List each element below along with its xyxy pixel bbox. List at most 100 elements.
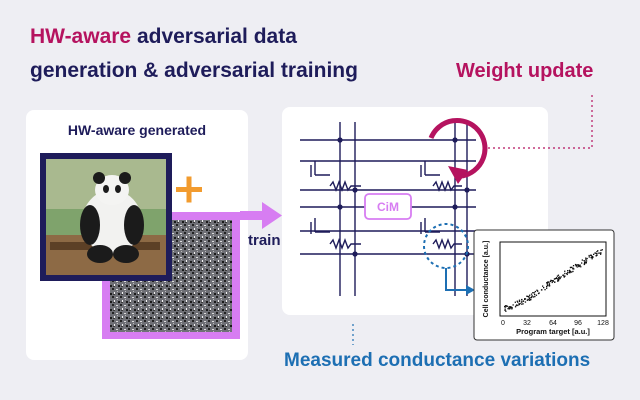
scatter-point bbox=[572, 268, 574, 270]
scatter-point bbox=[572, 270, 574, 273]
scatter-point bbox=[532, 292, 534, 294]
scatter-point bbox=[581, 262, 583, 264]
page-title: HW-aware adversarial data generation & a… bbox=[30, 20, 358, 88]
train-arrow bbox=[240, 202, 282, 229]
scatter-point bbox=[526, 295, 528, 297]
scatter-point bbox=[535, 294, 538, 296]
scatter-point bbox=[575, 265, 577, 267]
scatter-point bbox=[553, 278, 556, 280]
scatter-point bbox=[549, 280, 552, 283]
scatter-point bbox=[583, 260, 585, 262]
scatter-point bbox=[542, 285, 544, 287]
scatter-point bbox=[590, 254, 592, 256]
scatter-point bbox=[590, 254, 592, 256]
scatter-point bbox=[548, 283, 551, 285]
scatter-point bbox=[527, 295, 529, 298]
x-tick-96: 96 bbox=[574, 320, 582, 327]
scatter-point bbox=[547, 281, 549, 283]
scatter-point bbox=[518, 300, 521, 302]
scatter-point bbox=[569, 271, 571, 273]
scatter-point bbox=[527, 298, 529, 301]
x-tick-32: 32 bbox=[523, 320, 531, 327]
scatter-point bbox=[529, 299, 531, 301]
scatter-point bbox=[590, 256, 593, 258]
title-line-2: generation & adversarial training bbox=[30, 59, 358, 82]
scatter-point bbox=[546, 287, 548, 289]
scatter-point bbox=[586, 257, 588, 260]
scatter-point bbox=[528, 296, 530, 298]
scatter-point bbox=[514, 301, 516, 303]
scatter-point bbox=[544, 289, 546, 291]
scatter-point bbox=[512, 304, 514, 306]
scatter-point bbox=[556, 275, 559, 277]
scatter-point bbox=[540, 289, 543, 291]
scatter-point bbox=[543, 287, 545, 289]
scatter-point bbox=[566, 273, 568, 276]
scatter-point bbox=[528, 297, 531, 300]
scatter-point bbox=[598, 252, 600, 254]
scatter-point bbox=[600, 252, 602, 254]
scatter-point bbox=[585, 257, 587, 259]
scatter-point bbox=[536, 289, 538, 291]
scatter-point bbox=[546, 283, 548, 285]
title-line-1: HW-aware adversarial data bbox=[30, 20, 358, 54]
scatter-point bbox=[514, 306, 517, 308]
scatter-point bbox=[522, 303, 524, 305]
scatter-point bbox=[595, 255, 597, 257]
scatter-point bbox=[563, 275, 565, 277]
scatter-point bbox=[580, 266, 582, 268]
scatter-point bbox=[504, 309, 506, 311]
scatter-point bbox=[510, 306, 512, 308]
measured-arrow bbox=[445, 268, 475, 295]
conductance-inset-chart: Cell conductance [a.u.] 0 32 64 96 128 P… bbox=[473, 229, 615, 341]
scatter-point bbox=[530, 299, 532, 301]
scatter-point bbox=[557, 280, 559, 282]
scatter-point bbox=[567, 272, 569, 274]
title-highlight: HW-aware bbox=[30, 25, 132, 48]
scatter-point bbox=[518, 303, 520, 305]
scatter-point bbox=[579, 264, 581, 266]
cim-label: CiM bbox=[377, 200, 399, 214]
scatter-point bbox=[506, 305, 508, 307]
scatter-point bbox=[583, 263, 585, 266]
scatter-point bbox=[560, 276, 562, 278]
scatter-point bbox=[576, 266, 578, 268]
scatter-point bbox=[552, 280, 554, 282]
scatter-point bbox=[557, 278, 559, 280]
scatter-point bbox=[551, 280, 553, 282]
scatter-points bbox=[504, 249, 603, 312]
scatter-point bbox=[533, 292, 535, 294]
scatter-point bbox=[550, 279, 552, 281]
scatter-point bbox=[599, 252, 601, 254]
scatter-point bbox=[569, 266, 572, 269]
measured-variations-label: Measured conductance variations bbox=[284, 350, 591, 371]
scatter-point bbox=[571, 266, 573, 268]
scatter-point bbox=[578, 265, 580, 267]
scatter-point bbox=[519, 302, 521, 305]
scatter-point bbox=[569, 270, 571, 272]
scatter-point bbox=[584, 261, 586, 264]
scatter-point bbox=[534, 295, 536, 298]
crossbar-nodes bbox=[337, 137, 470, 257]
panda-photo bbox=[40, 153, 172, 281]
scatter-point bbox=[517, 301, 519, 303]
scatter-point bbox=[567, 270, 569, 272]
scatter-point bbox=[585, 258, 587, 261]
scatter-point bbox=[572, 265, 575, 267]
scatter-point bbox=[564, 272, 566, 275]
scatter-point bbox=[534, 293, 536, 296]
x-tick-128: 128 bbox=[597, 320, 609, 327]
scatter-point bbox=[530, 297, 532, 299]
scatter-point bbox=[568, 272, 570, 274]
scatter-point bbox=[581, 259, 583, 261]
scatter-point bbox=[529, 294, 531, 296]
train-label: train bbox=[248, 232, 281, 249]
scatter-point bbox=[518, 299, 521, 301]
scatter-point bbox=[515, 304, 517, 307]
scatter-point bbox=[549, 285, 551, 287]
scatter-point bbox=[596, 253, 598, 255]
weight-update-arrow bbox=[428, 117, 488, 184]
scatter-point bbox=[588, 256, 590, 258]
scatter-point bbox=[585, 260, 588, 262]
